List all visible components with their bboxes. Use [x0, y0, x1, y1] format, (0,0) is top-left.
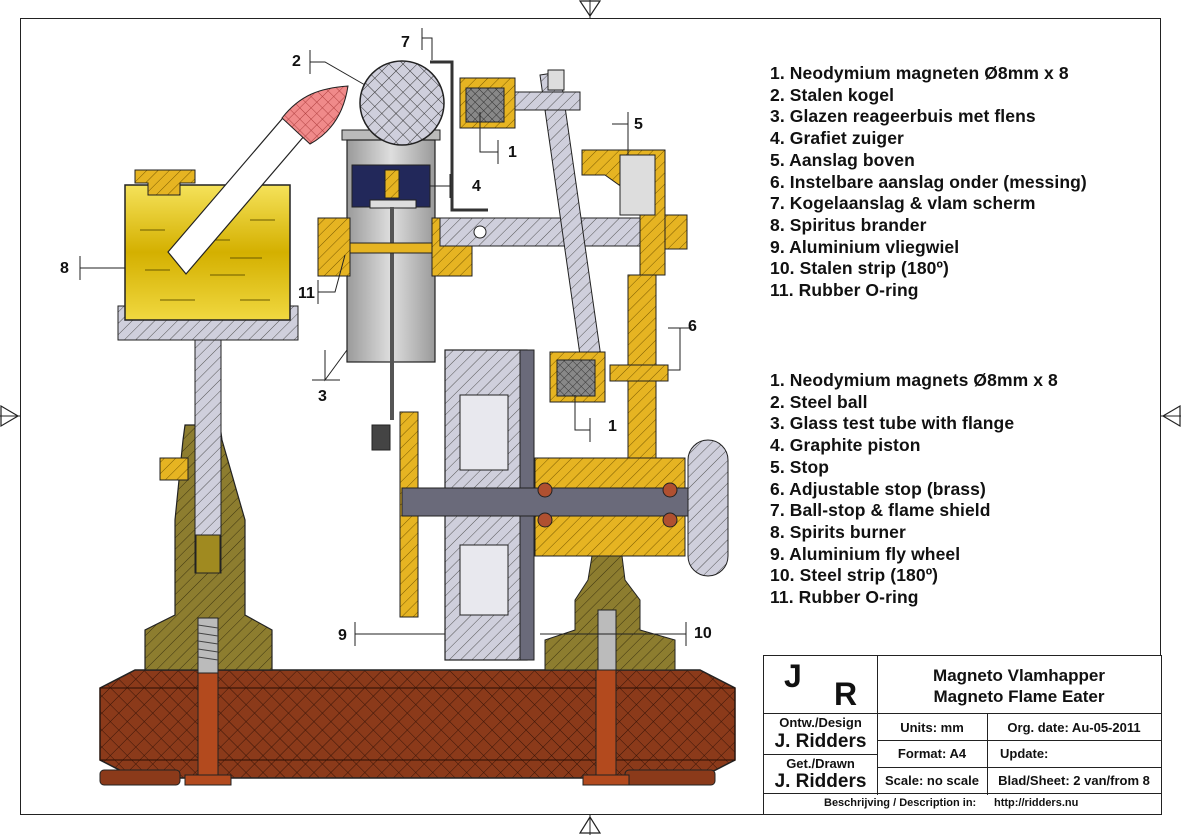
- title-block: J R Magneto Vlamhapper Magneto Flame Eat…: [763, 655, 1162, 815]
- org-date-field: Org. date: Au-05-2011: [1007, 720, 1141, 735]
- callout-1-top: 1: [508, 144, 517, 161]
- part-item: 7. Ball-stop & flame shield: [770, 500, 991, 521]
- update-field: Update:: [1000, 746, 1049, 761]
- centering-mark-top: [578, 0, 602, 18]
- parts-list-dutch: 1. Neodymium magneten Ø8mm x 8 2. Stalen…: [770, 63, 1087, 302]
- logo-r: R: [834, 676, 858, 712]
- centering-mark-left: [0, 404, 20, 428]
- part-item: 1. Neodymium magneten Ø8mm x 8: [770, 63, 1069, 83]
- swing-arm: [459, 69, 606, 403]
- part-item: 9. Aluminium fly wheel: [770, 543, 961, 564]
- part-item: 5. Aanslag boven: [770, 149, 915, 170]
- spirits-burner: [117, 85, 349, 341]
- title-dutch: Magneto Vlamhapper: [933, 666, 1105, 685]
- centering-mark-bottom: [578, 815, 602, 835]
- design-label: Ontw./Design: [779, 715, 862, 730]
- parts-list-english: 1. Neodymium magnets Ø8mm x 8 2. Steel b…: [770, 370, 1058, 609]
- logo-j: J: [784, 658, 802, 694]
- part-item: 4. Grafiet zuiger: [770, 128, 904, 149]
- part-item: 11. Rubber O-ring: [770, 587, 919, 608]
- part-item: 3. Glazen reageerbuis met flens: [770, 106, 1036, 127]
- sheet-field: Blad/Sheet: 2 van/from 8: [998, 773, 1150, 788]
- units-field: Units: mm: [900, 720, 964, 735]
- drawn-name: J. Ridders: [774, 771, 867, 792]
- callout-6: 6: [688, 318, 697, 335]
- callout-11: 11: [298, 285, 315, 302]
- description-link[interactable]: http://ridders.nu: [994, 797, 1079, 809]
- title-english: Magneto Flame Eater: [933, 687, 1105, 706]
- part-item: 10. Stalen strip (180º): [770, 258, 949, 279]
- part-item: 2. Steel ball: [770, 391, 868, 412]
- callout-9: 9: [338, 627, 347, 644]
- part-item: 3. Glass test tube with flange: [770, 413, 1015, 434]
- part-item: 2. Stalen kogel: [770, 84, 895, 105]
- callout-4: 4: [472, 178, 481, 195]
- part-item: 5. Stop: [770, 456, 830, 477]
- part-item: 1. Neodymium magnets Ø8mm x 8: [770, 370, 1058, 390]
- yoke-assembly: [317, 214, 688, 277]
- engine-cross-section: [79, 28, 736, 786]
- part-item: 6. Instelbare aanslag onder (messing): [770, 171, 1087, 192]
- stop-frame: [581, 149, 669, 486]
- callout-3: 3: [318, 388, 327, 405]
- part-item: 7. Kogelaanslag & vlam scherm: [770, 193, 1036, 214]
- callout-5: 5: [634, 116, 643, 133]
- burner-stand: [144, 337, 273, 674]
- callout-8: 8: [60, 260, 69, 277]
- format-field: Format: A4: [897, 746, 967, 761]
- part-item: 10. Steel strip (180º): [770, 565, 939, 586]
- callout-2: 2: [292, 53, 301, 70]
- scale-field: Scale: no scale: [885, 773, 979, 788]
- description-label: Beschrijving / Description in:: [824, 797, 977, 809]
- steel-ball: [359, 60, 488, 212]
- part-item: 8. Spirits burner: [770, 521, 906, 542]
- part-item: 11. Rubber O-ring: [770, 280, 919, 301]
- flywheel: [371, 349, 729, 661]
- centering-mark-right: [1161, 404, 1181, 428]
- wooden-base: [99, 667, 736, 786]
- glass-test-tube: [341, 129, 441, 420]
- part-item: 6. Adjustable stop (brass): [770, 478, 986, 499]
- flywheel-stand: [544, 555, 676, 671]
- leader-lines: [79, 28, 692, 646]
- callout-10: 10: [694, 625, 712, 642]
- drawn-label: Get./Drawn: [786, 756, 855, 771]
- drawing-frame: [20, 18, 1161, 815]
- callout-1-bottom: 1: [608, 418, 617, 435]
- part-item: 4. Graphite piston: [770, 435, 921, 456]
- part-item: 8. Spiritus brander: [770, 214, 927, 235]
- part-item: 9. Aluminium vliegwiel: [770, 236, 960, 257]
- design-name: J. Ridders: [774, 731, 867, 752]
- callout-7: 7: [401, 34, 410, 51]
